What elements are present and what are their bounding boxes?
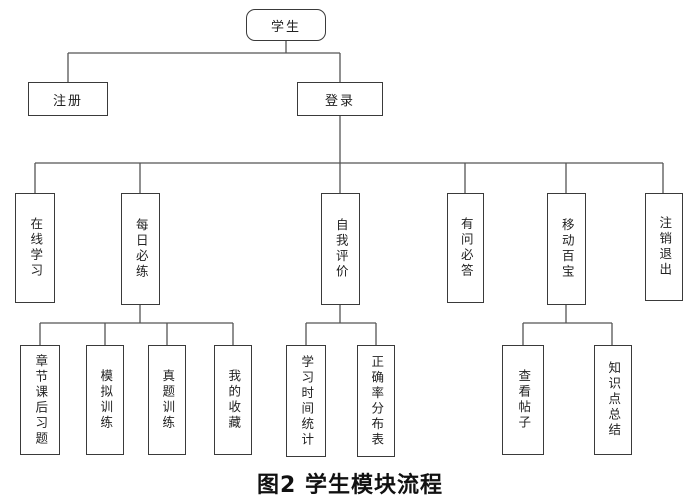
node-label: 登录: [324, 93, 355, 109]
node-label: 知识点总结: [606, 361, 622, 439]
edge-root-children: [67, 41, 341, 82]
node-label: 注册: [52, 93, 83, 109]
node-label: 章节课后习题: [33, 353, 49, 447]
node-label: 查看帖子: [516, 369, 532, 431]
node-label: 注销退出: [657, 216, 673, 278]
node-label: 有问必答: [458, 217, 474, 279]
node-label: 真题训练: [160, 369, 176, 431]
node-self-evaluation: 自我评价: [321, 193, 360, 305]
node-label: 模拟训练: [98, 369, 114, 431]
node-chapter-exercises: 章节课后习题: [20, 345, 60, 455]
node-label: 学习时间统计: [299, 354, 315, 448]
node-knowledge-summary: 知识点总结: [594, 345, 632, 455]
node-study-time-stats: 学习时间统计: [286, 345, 326, 457]
connector-lines: [34, 41, 664, 345]
flowchart: 学生 注册 登录 在线学习 每日必练 自我评价 有问必答 移动百宝 注销退出 章…: [15, 9, 683, 457]
node-mock-training: 模拟训练: [86, 345, 124, 455]
node-view-posts: 查看帖子: [502, 345, 544, 455]
node-label: 我的收藏: [226, 369, 242, 431]
node-online-study: 在线学习: [15, 193, 55, 303]
node-accuracy-table: 正确率分布表: [357, 345, 395, 457]
node-login: 登录: [297, 82, 383, 116]
edge-mobile-children: [522, 305, 613, 345]
node-my-favorites: 我的收藏: [214, 345, 252, 455]
node-real-training: 真题训练: [148, 345, 186, 455]
node-label: 自我评价: [333, 218, 349, 280]
edge-selfeval-children: [305, 305, 377, 345]
node-label: 移动百宝: [559, 218, 575, 280]
node-daily-practice: 每日必练: [121, 193, 160, 305]
edge-login-children: [34, 116, 664, 193]
node-must-answer: 有问必答: [447, 193, 484, 303]
edge-daily-children: [39, 305, 234, 345]
node-label: 每日必练: [133, 218, 149, 280]
node-label: 在线学习: [28, 217, 44, 279]
node-label: 正确率分布表: [369, 354, 385, 448]
figure-caption: 图2 学生模块流程: [257, 473, 443, 498]
node-label: 学生: [270, 19, 301, 35]
node-register: 注册: [28, 82, 108, 116]
node-logout: 注销退出: [645, 193, 683, 301]
node-mobile-box: 移动百宝: [547, 193, 586, 305]
node-student: 学生: [246, 9, 326, 41]
